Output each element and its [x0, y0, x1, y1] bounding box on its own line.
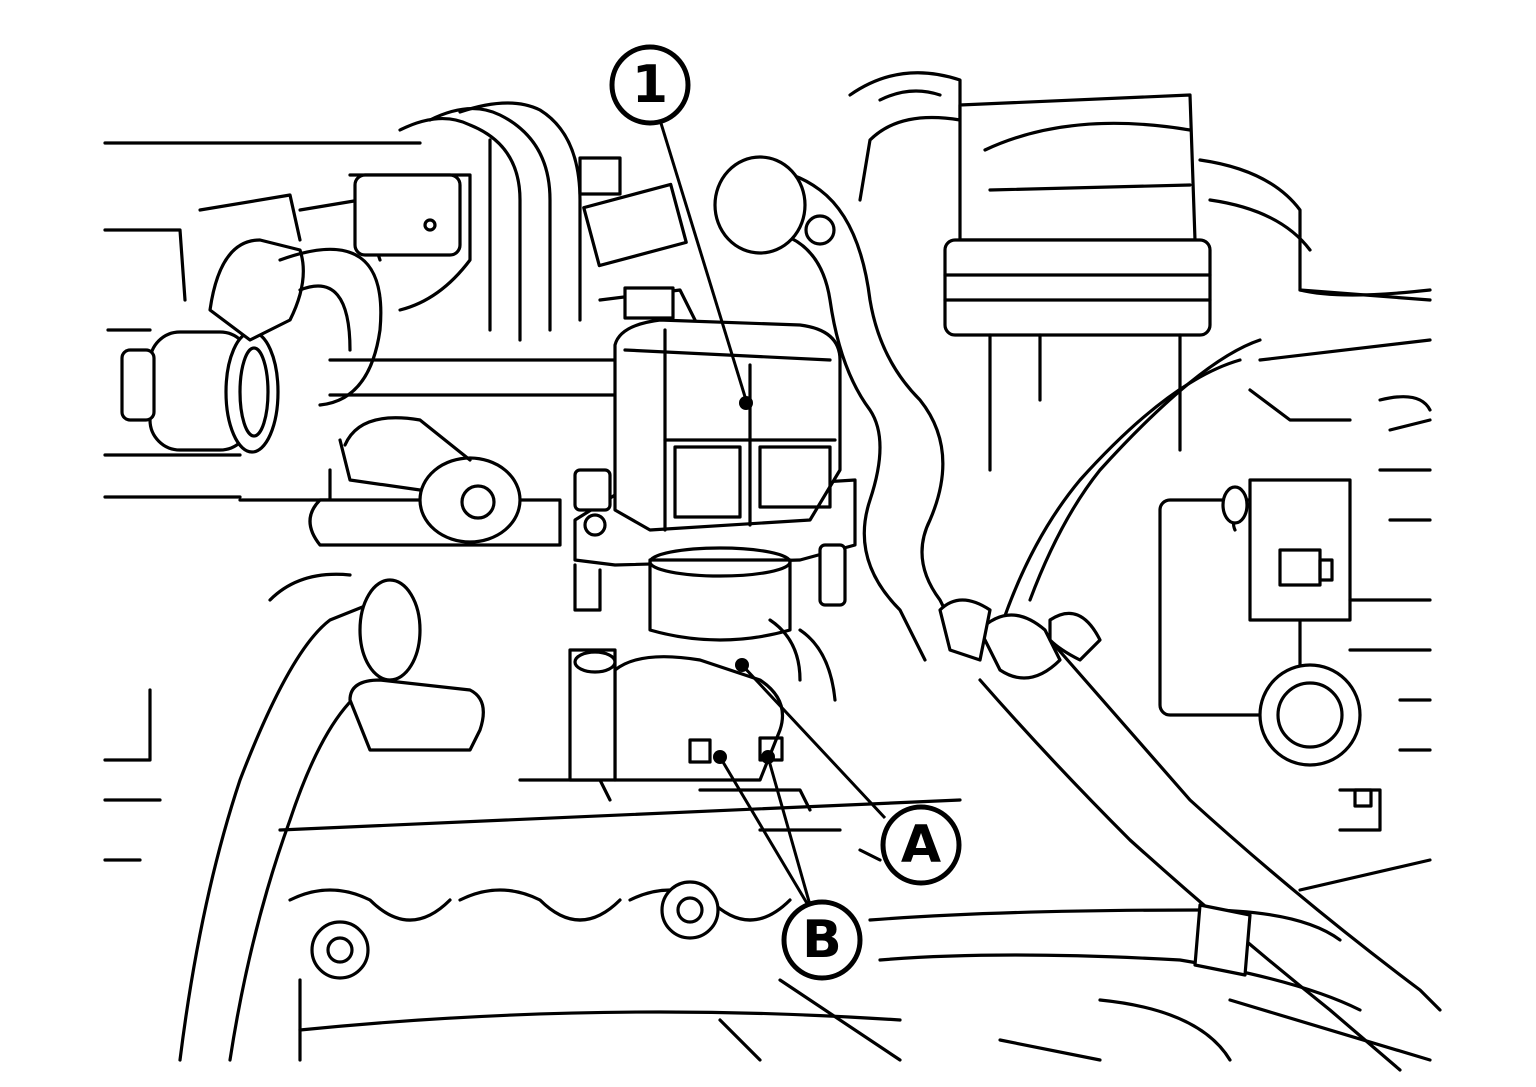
- lower-right-hose: [718, 903, 1362, 1062]
- egr-valve-body: [613, 318, 842, 642]
- right-hose: [938, 338, 1442, 1072]
- callout-a-dot: [735, 658, 749, 672]
- center-left-port: [308, 416, 562, 547]
- throttle-body: [1158, 478, 1432, 832]
- upper-hose: [713, 71, 962, 662]
- callout-1-dot: [739, 396, 753, 410]
- callout-b: B: [713, 750, 863, 981]
- callout-b-dot-1: [713, 750, 727, 764]
- engine-line-art: [103, 71, 1442, 1072]
- left-coupling: [120, 330, 280, 454]
- callout-a-circle: [880, 804, 962, 886]
- callout-b-circle: [781, 899, 863, 981]
- callout-b-leader-1: [718, 756, 810, 906]
- callout-1: 1: [609, 44, 753, 410]
- callout-a-leader: [740, 663, 887, 820]
- callout-1-leader: [658, 119, 748, 401]
- callout-a-label: A: [901, 815, 941, 875]
- callout-1-circle: [609, 44, 691, 126]
- oil-filler-cap: [943, 93, 1212, 472]
- lower-left-hose: [103, 572, 422, 1062]
- callout-a: A: [735, 658, 962, 886]
- callout-b-label: B: [802, 910, 842, 970]
- top-wire-harness: [348, 101, 582, 342]
- callout-b-dot-2: [761, 750, 775, 764]
- callout-b-leader-2: [766, 756, 812, 906]
- top-connector: [578, 156, 702, 332]
- intake-manifold: [278, 678, 962, 1062]
- callout-1-label: 1: [632, 55, 668, 115]
- egr-pipe: [568, 618, 837, 782]
